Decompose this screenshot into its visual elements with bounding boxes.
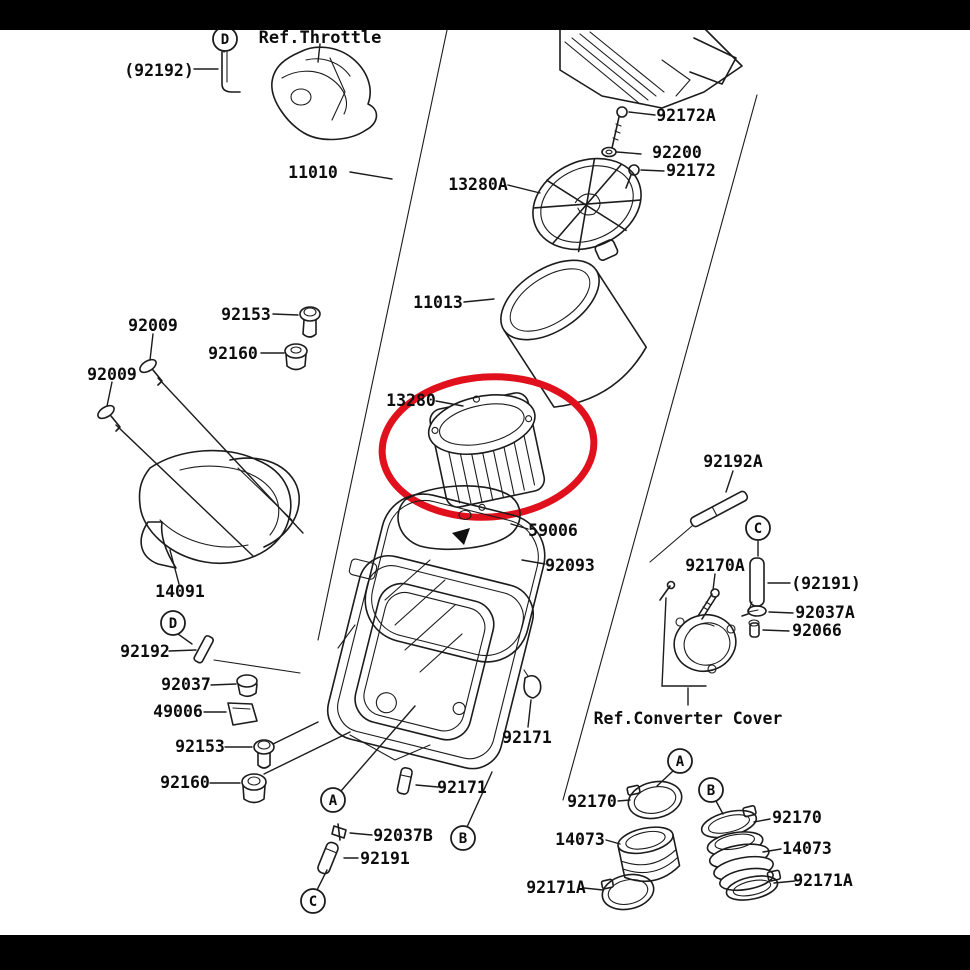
label-92192-paren: (92192) — [124, 61, 194, 80]
label-92153-top: 92153 — [221, 305, 271, 324]
callout-c-right-letter: C — [754, 521, 762, 537]
callout-c-bottom-letter: C — [309, 894, 317, 910]
washer-92200-part — [601, 146, 617, 158]
filter-cage-13280-part — [427, 392, 546, 511]
label-92192a: 92192A — [703, 452, 763, 471]
rod-92192a-part — [689, 490, 749, 528]
screw-92170a-part — [697, 588, 720, 620]
label-11013: 11013 — [413, 293, 463, 312]
leader-lines — [106, 43, 796, 891]
letterbox-bottom — [0, 935, 970, 970]
clamp-92171-side-part — [523, 669, 542, 699]
air-cleaner-cap-part — [559, 23, 743, 109]
callout-d-left-letter: D — [169, 616, 177, 632]
damper-92037-part — [236, 674, 258, 698]
screw-92009-top-part — [139, 358, 163, 386]
grommet-92160-top-part — [284, 343, 308, 371]
label-92037b: 92037B — [373, 826, 433, 845]
pin-92192-top-part — [221, 51, 241, 93]
grommet-92160-bot-part — [241, 773, 267, 804]
pin-92192-left-part — [193, 635, 214, 664]
frame-lines — [317, 29, 758, 801]
grid-plate-13280a-part — [532, 157, 642, 261]
label-92066: 92066 — [792, 621, 842, 640]
label-13280: 13280 — [386, 391, 436, 410]
label-14073-b: 14073 — [782, 839, 832, 858]
label-92171-side: 92171 — [502, 728, 552, 747]
filter-element-11013-part — [500, 259, 648, 408]
label-49006: 49006 — [153, 702, 203, 721]
label-92160-top: 92160 — [208, 344, 258, 363]
seal-92093-part — [364, 493, 546, 663]
callout-c-right: C — [745, 515, 771, 541]
label-92191-paren: (92191) — [791, 574, 861, 593]
label-92160-bot: 92160 — [160, 773, 210, 792]
bolt-92153-bot-part — [253, 739, 275, 769]
callout-d-left: D — [160, 610, 186, 636]
callout-d-top: D — [212, 26, 238, 52]
throttle-cover-part — [271, 46, 378, 141]
leader-pin-to-airbox — [213, 659, 301, 674]
label-92172: 92172 — [666, 161, 716, 180]
label-ref-converter-cover: Ref.Converter Cover — [594, 709, 783, 728]
bolt-92153-top-part — [299, 306, 321, 338]
label-92200: 92200 — [652, 143, 702, 162]
letterbox-top — [0, 0, 970, 30]
airbox-body-part — [326, 555, 535, 770]
label-92009-top: 92009 — [128, 316, 178, 335]
label-92192-left: 92192 — [120, 642, 170, 661]
callout-d-top-letter: D — [221, 32, 229, 48]
label-92093: 92093 — [545, 556, 595, 575]
clamp-92171a-a-part — [600, 873, 655, 911]
plug-92066-part — [748, 619, 760, 638]
bolt-92037b-part — [331, 823, 347, 841]
callout-b-right: B — [698, 777, 724, 803]
duct-14073-b-part — [706, 831, 774, 892]
label-92153-bot: 92153 — [175, 737, 225, 756]
screw-92009-left-part — [97, 404, 121, 432]
callout-b-mid-letter: B — [459, 831, 467, 847]
part-labels: Ref.Throttle (92192) 11010 13280A 92172A… — [87, 28, 861, 897]
label-92037: 92037 — [161, 675, 211, 694]
clamp-92170-a-part — [626, 780, 683, 820]
converter-cover-bracket — [661, 597, 707, 687]
callout-a-left-letter: A — [329, 793, 338, 809]
boot-49006-part — [227, 702, 258, 726]
callout-a-right: A — [667, 748, 693, 774]
label-14091: 14091 — [155, 582, 205, 601]
label-59006: 59006 — [528, 521, 578, 540]
label-13280a: 13280A — [448, 175, 508, 194]
duct-14073-a-part — [617, 826, 681, 883]
leader-rod-to-cover — [649, 525, 693, 563]
label-11010: 11010 — [288, 163, 338, 182]
label-92037a: 92037A — [795, 603, 855, 622]
callout-c-bottom: C — [300, 888, 326, 914]
label-92170-a: 92170 — [567, 792, 617, 811]
label-92009-left: 92009 — [87, 365, 137, 384]
plate-59006-part — [397, 485, 521, 551]
label-ref-throttle: Ref.Throttle — [259, 28, 382, 48]
callout-b-right-letter: B — [707, 783, 715, 799]
label-14073-a: 14073 — [555, 830, 605, 849]
callout-a-left: A — [320, 787, 346, 813]
pin-92171-bottom-part — [396, 767, 413, 795]
label-92172a: 92172A — [656, 106, 716, 125]
callout-a-right-letter: A — [676, 754, 685, 770]
screw-92172a-part — [611, 106, 628, 149]
label-92171a-a: 92171A — [526, 878, 586, 897]
label-92171a-b: 92171A — [793, 871, 853, 890]
label-92170a: 92170A — [685, 556, 745, 575]
label-92191-bot: 92191 — [360, 849, 410, 868]
label-92170-b: 92170 — [772, 808, 822, 827]
label-92171-bot: 92171 — [437, 778, 487, 797]
clamp-92037a-part — [741, 605, 767, 617]
tube-92191-bot-part — [317, 841, 339, 875]
callout-b-mid: B — [450, 825, 476, 851]
screw-small-cover-part — [659, 580, 676, 601]
